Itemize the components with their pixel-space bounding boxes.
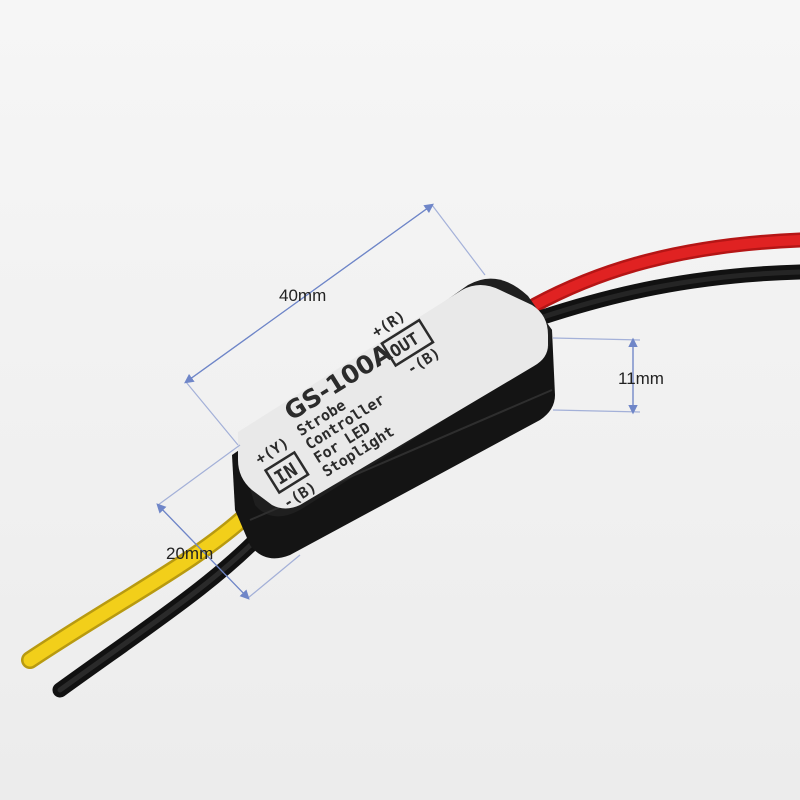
output-badge-frame: [380, 318, 435, 368]
input-badge-frame: [263, 450, 310, 495]
dimension-lines: [156, 203, 641, 600]
height-dimension-label: 11mm: [618, 369, 664, 388]
length-dimension-label: 40mm: [279, 286, 327, 305]
output-wires: [527, 232, 800, 326]
input-wires: [21, 501, 278, 698]
width-dimension-label: 20mm: [166, 544, 214, 563]
product-label: +(Y) IN -(B) GS-100A Strobe Controller F…: [238, 285, 548, 512]
